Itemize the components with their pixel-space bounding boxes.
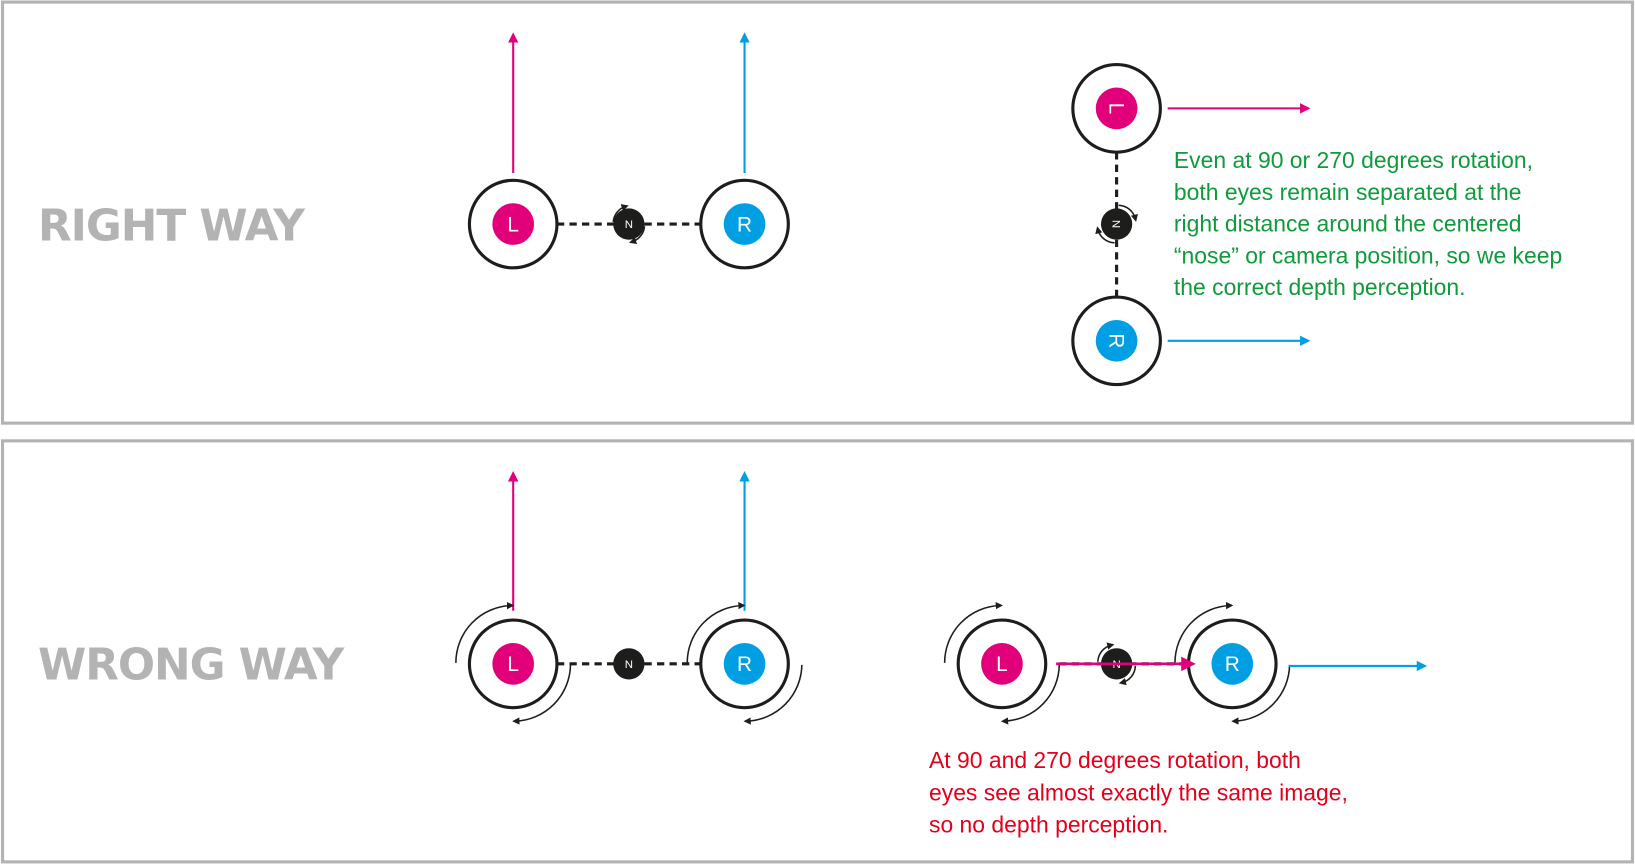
right-eye-dot	[1095, 319, 1138, 362]
right-way-note: Even at 90 or 270 degrees rotation, both…	[1174, 147, 1562, 300]
nose-label: N	[1109, 220, 1121, 228]
rotation-arrow-icon	[612, 204, 629, 223]
right-eye-label: R	[737, 213, 752, 236]
nose-dot	[613, 208, 645, 240]
rotation-arrow-icon	[943, 602, 1004, 663]
note-line: right distance around the centered	[1174, 210, 1522, 236]
rotation-arrow-icon	[686, 602, 746, 663]
note-line: both eyes remain separated at the	[1174, 179, 1522, 205]
rotation-arrow-icon	[629, 226, 646, 245]
rotation-arrow-icon	[743, 664, 803, 725]
panel-frame	[0, 439, 1635, 864]
nose-label: N	[625, 219, 633, 231]
rotation-arrow-icon	[1000, 664, 1061, 725]
right-eye-dot	[1211, 643, 1254, 685]
rotation-arrow-icon	[1174, 602, 1234, 663]
right-eye-label: R	[1104, 333, 1127, 348]
note-line: eyes see almost exactly the same image,	[929, 779, 1348, 805]
rotated-configuration: L R N	[1071, 63, 1311, 387]
left-eye-dot	[492, 643, 535, 685]
left-eye-label: L	[507, 653, 519, 676]
rotation-arrow-icon	[1231, 664, 1291, 725]
nose: N	[612, 204, 646, 245]
note-line: so no depth perception.	[929, 812, 1168, 838]
rotation-arrow-icon	[1118, 665, 1137, 686]
right-eye: R	[686, 602, 803, 725]
nose-dot	[613, 648, 645, 680]
rotation-arrow-icon	[1097, 642, 1115, 662]
note-line: the correct depth perception.	[1174, 274, 1466, 300]
right-eye-label: R	[737, 653, 752, 676]
panel-title: RIGHT WAY	[38, 201, 306, 252]
left-eye: L	[455, 602, 572, 725]
left-eye: L	[943, 602, 1061, 725]
note-line: “nose” or camera position, so we keep	[1174, 243, 1562, 269]
note-line: Even at 90 or 270 degrees rotation,	[1174, 147, 1533, 173]
left-eye-dot	[981, 643, 1023, 685]
right-eye: R	[699, 178, 790, 270]
panel-wrong-way: WRONG WAY L R N	[0, 439, 1635, 864]
right-eye-label: R	[1225, 653, 1240, 676]
panel-title: WRONG WAY	[38, 639, 346, 690]
left-eye: L	[1071, 63, 1162, 154]
left-eye-label: L	[996, 653, 1008, 676]
panel-right-way: RIGHT WAY L R N	[0, 0, 1635, 425]
forward-configuration: L R N	[455, 471, 803, 725]
left-eye-label: L	[1104, 103, 1127, 115]
forward-configuration: L R N	[467, 32, 790, 270]
nose: N	[1095, 204, 1138, 244]
wrong-way-note: At 90 and 270 degrees rotation, both eye…	[929, 747, 1348, 838]
rotation-arrow-icon	[512, 664, 572, 725]
note-line: At 90 and 270 degrees rotation, both	[929, 747, 1301, 773]
right-eye-dot	[723, 203, 766, 245]
right-eye-dot	[723, 643, 766, 685]
left-eye-label: L	[507, 213, 519, 236]
left-eye-dot	[1095, 87, 1138, 130]
left-eye-dot	[492, 203, 535, 245]
left-eye: L	[467, 178, 559, 270]
panel-frame	[0, 0, 1635, 425]
nose: N	[613, 648, 645, 680]
nose-label: N	[625, 659, 633, 671]
rotated-configuration: L N R	[943, 602, 1428, 725]
nose-dot	[1100, 208, 1133, 240]
rotation-arrow-icon	[1118, 204, 1138, 222]
right-eye: R	[1071, 295, 1162, 387]
right-eye: R	[1174, 602, 1291, 725]
rotation-arrow-icon	[1095, 226, 1115, 244]
rotation-arrow-icon	[455, 602, 515, 663]
